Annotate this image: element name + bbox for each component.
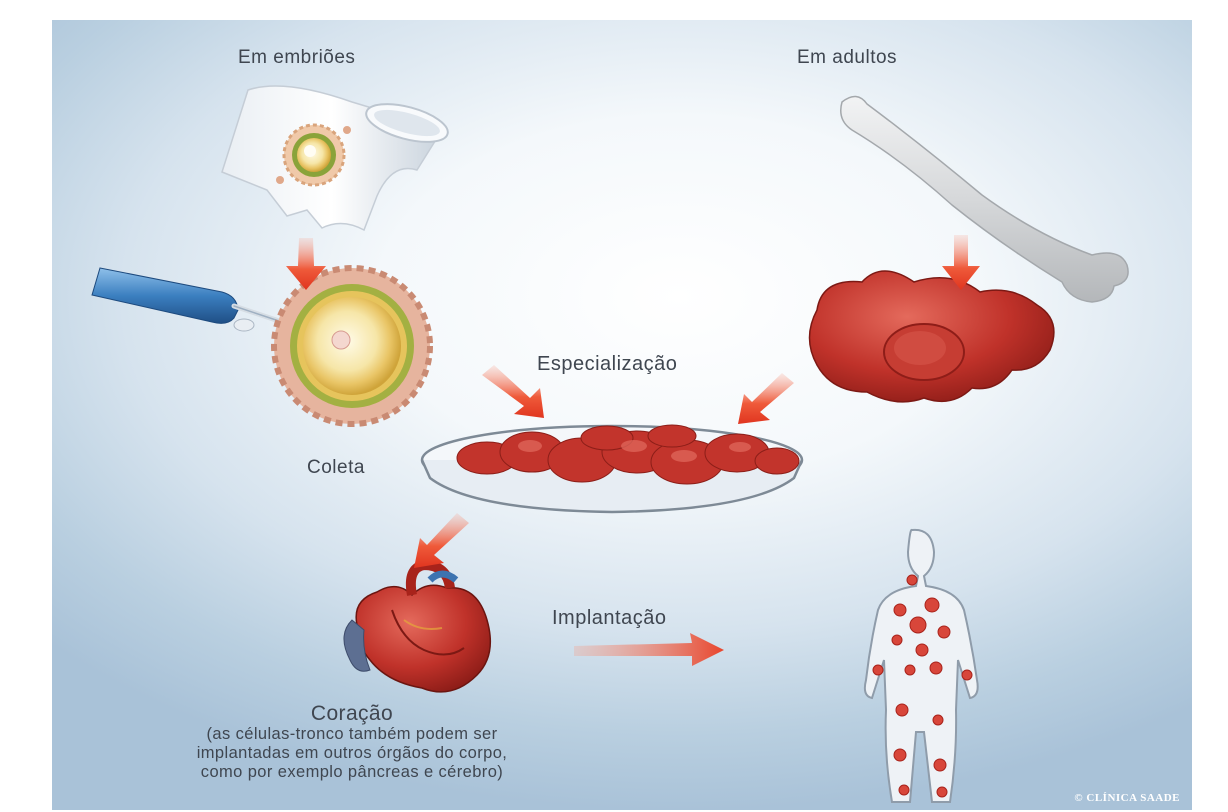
label-embryos: Em embriões [238,47,355,69]
heart-caption-line: (as células-tronco também podem ser [142,725,562,744]
petri-dish-illustration [422,425,802,512]
arrow-implantation [574,633,724,666]
embryo-tube-illustration [222,86,452,230]
arrow-tissue-to-dish [738,373,794,424]
heart-caption-title: Coração [142,703,562,725]
label-collection: Coleta [307,457,365,479]
heart-caption-line: implantadas em outros órgãos do corpo, [142,744,562,763]
arrow-dish-to-heart [414,513,469,568]
arrow-blastocyst-to-dish [482,365,544,418]
stem-cell-diagram: Em embriões Em adultos Especialização Co… [52,20,1192,810]
human-body-illustration [865,530,978,802]
heart-caption: Coração (as células-tronco também podem … [142,703,562,782]
credit-watermark: © CLÍNICA SAADE [1074,792,1180,804]
heart-illustration [344,565,490,692]
label-specialization: Especialização [537,353,677,376]
label-adults: Em adultos [797,47,897,69]
diagram-artwork [52,20,1192,810]
heart-caption-line: como por exemplo pâncreas e cérebro) [142,763,562,782]
label-implantation: Implantação [552,607,666,630]
tissue-illustration [810,271,1054,402]
blastocyst-illustration [274,268,430,424]
